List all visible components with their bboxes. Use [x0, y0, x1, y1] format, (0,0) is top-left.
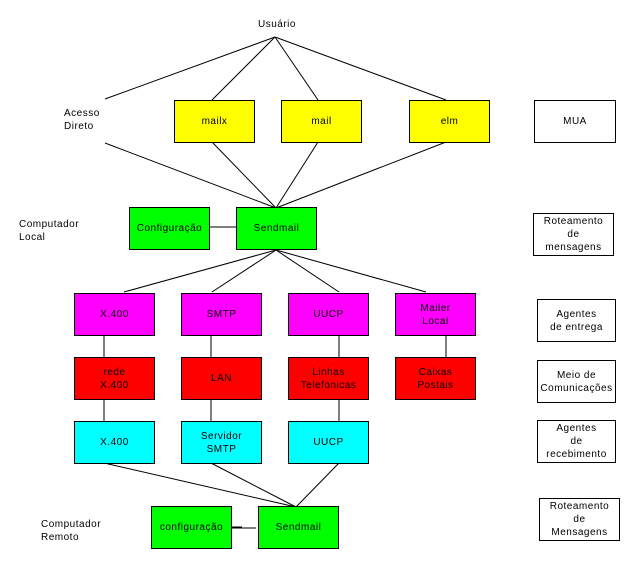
legend-mua: MUA — [534, 100, 616, 143]
delivery-smtp[interactable]: SMTP — [181, 293, 262, 336]
legend-delivery-agents: Agentes de entrega — [537, 299, 616, 342]
media-x400-network[interactable]: rede X.400 — [74, 357, 155, 400]
line-sendmail-smtp — [211, 249, 277, 293]
mua-mail[interactable]: mail — [281, 100, 362, 143]
media-phone-lines[interactable]: Linhas Telefonicas — [288, 357, 369, 400]
local-computer-label: Computador Local — [19, 219, 80, 243]
legend-routing-local: Roteamento de mensagens — [533, 213, 614, 256]
line-user-elm — [274, 36, 447, 101]
line-mailx-sendmail — [211, 141, 277, 209]
line-x400-remote — [103, 462, 297, 508]
remote-sendmail[interactable]: Sendmail — [258, 506, 339, 549]
receiving-smtp-server[interactable]: Servidor SMTP — [181, 421, 262, 464]
remote-config[interactable]: configuração — [151, 506, 232, 549]
receiving-x400[interactable]: X.400 — [74, 421, 155, 464]
line-sendmail-mailer — [275, 249, 427, 293]
line-smtp-remote — [210, 462, 297, 508]
media-lan[interactable]: LAN — [181, 357, 262, 400]
receiving-uucp[interactable]: UUCP — [288, 421, 369, 464]
line-sendmail-x400 — [123, 249, 277, 293]
delivery-uucp[interactable]: UUCP — [288, 293, 369, 336]
legend-media: Meio de Comunicações — [537, 360, 616, 403]
line-user-mailx — [211, 36, 276, 101]
line-mail-sendmail — [275, 141, 319, 209]
line-direct-sendmail — [104, 142, 277, 209]
line-sendmail-uucp — [275, 249, 340, 293]
local-config[interactable]: Configuração — [129, 207, 210, 250]
mua-elm[interactable]: elm — [409, 100, 490, 143]
line-elm-sendmail — [275, 141, 447, 209]
legend-routing-remote: Roteamento de Mensagens — [539, 498, 620, 541]
media-mailboxes[interactable]: Caixas Postais — [395, 357, 476, 400]
remote-computer-label: Computador Remoto — [41, 519, 102, 543]
line-user-direct — [104, 36, 276, 100]
mua-mailx[interactable]: mailx — [174, 100, 255, 143]
line-user-mail — [274, 36, 319, 101]
user-label: Usuário — [258, 19, 296, 30]
local-sendmail[interactable]: Sendmail — [236, 207, 317, 250]
delivery-x400[interactable]: X.400 — [74, 293, 155, 336]
delivery-mailer-local[interactable]: Mailer Local — [395, 293, 476, 336]
direct-access-label: Acesso Direto — [64, 108, 100, 132]
line-uucp-remote — [295, 462, 340, 508]
legend-receiving-agents: Agentes de recebimento — [537, 420, 616, 463]
